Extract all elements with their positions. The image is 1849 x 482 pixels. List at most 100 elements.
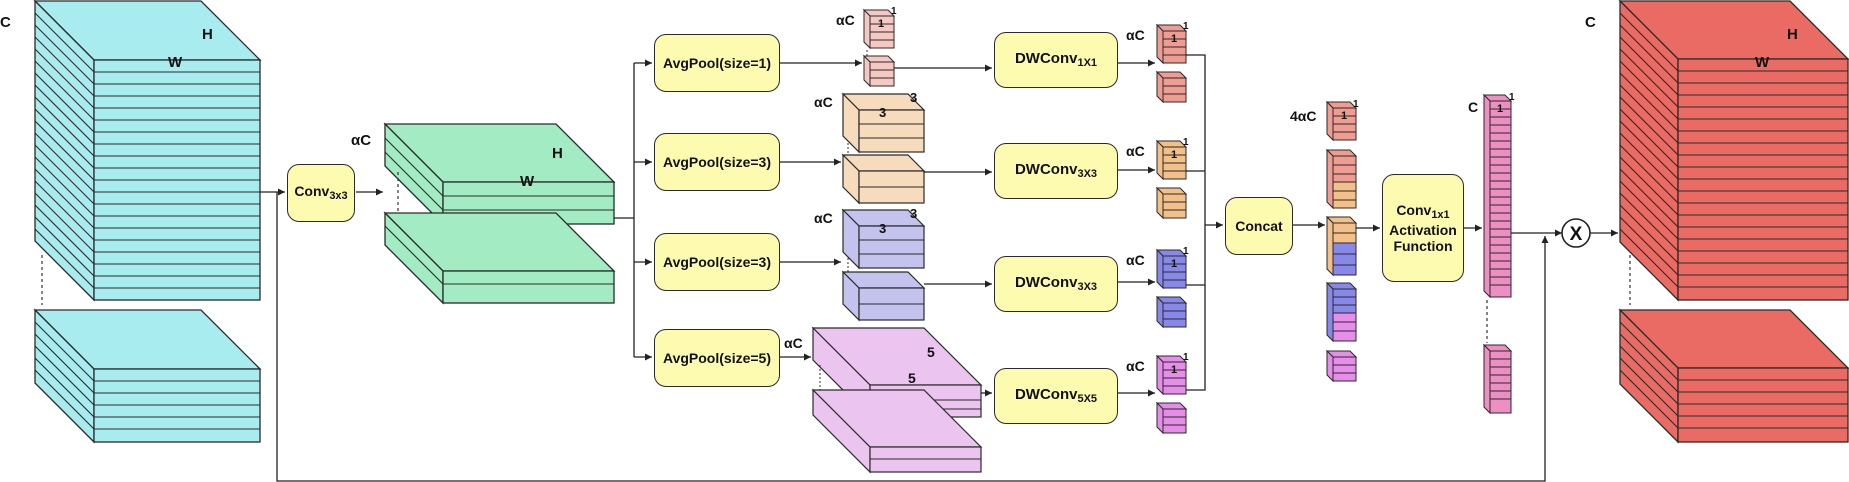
- branch3-alphac-label: αC: [814, 210, 833, 226]
- branch3-three-top: 3: [910, 206, 917, 221]
- input-tensor: [33, 0, 262, 444]
- avgpool-size3-box-b[interactable]: AvgPool(size=3): [654, 233, 780, 291]
- branch2-block-top: [841, 92, 926, 154]
- input-c-label: C: [0, 14, 11, 31]
- branch1-one-top: 1: [891, 6, 897, 17]
- avgpool-size3-label-b: AvgPool(size=3): [662, 253, 771, 270]
- branch2-three-top: 3: [910, 90, 917, 105]
- input-w-label: W: [168, 54, 183, 71]
- concat-one-top: 1: [1353, 99, 1359, 110]
- dw2-cube-bottom: [1155, 186, 1188, 220]
- dw2-one-face: 1: [1171, 149, 1177, 161]
- attention-one-face: 1: [1497, 103, 1503, 115]
- activation-label: Activation: [1389, 221, 1457, 238]
- attention-one-top: 1: [1509, 92, 1515, 103]
- dw4-cube-bottom: [1155, 401, 1188, 435]
- dw2-alphac-label: αC: [1126, 143, 1145, 159]
- concat-4alphac-label: 4αC: [1290, 108, 1317, 124]
- output-w-label: W: [1755, 54, 1770, 71]
- branch1-one-face: 1: [878, 18, 884, 30]
- concat-stack: [1325, 100, 1358, 383]
- skip-connection: [276, 192, 1549, 482]
- branch4-block-bottom: [811, 388, 983, 474]
- output-c-label: C: [1585, 14, 1596, 31]
- green-h-label: H: [552, 145, 563, 162]
- branch2-three-face: 3: [879, 105, 886, 120]
- branch1-cube-top: [862, 8, 896, 50]
- green-alphac-label: αC: [351, 132, 371, 149]
- conv3x3-box[interactable]: Conv3x3: [287, 164, 355, 222]
- line-merge-4: [1186, 285, 1206, 391]
- branch4-five-face: 5: [908, 370, 916, 386]
- green-w-label: W: [520, 173, 535, 190]
- dw3-alphac-label: αC: [1126, 252, 1145, 268]
- dw4-one-face: 1: [1171, 364, 1177, 376]
- avgpool-size3-label-a: AvgPool(size=3): [662, 153, 771, 170]
- concat-block-orange-blue: [1325, 215, 1358, 277]
- dwconv-5x5-label: DWConv5X5: [1014, 386, 1098, 406]
- concat-label: Concat: [1235, 217, 1283, 234]
- dw3-cube-top: [1155, 248, 1188, 290]
- conv1x1-activation-box[interactable]: Conv1x1 Activation Function: [1382, 174, 1464, 282]
- dw1-cube-top: [1155, 23, 1188, 65]
- concat-cube-bottom: [1325, 349, 1358, 383]
- connectors: [260, 54, 1618, 482]
- attention-column-top: [1482, 93, 1513, 299]
- dw3-one-top: 1: [1183, 246, 1189, 257]
- dwconv-3x3-box-a[interactable]: DWConv3X3: [994, 143, 1118, 199]
- output-slab-back: [1618, 308, 1849, 444]
- dw3-cube-bottom: [1155, 295, 1188, 329]
- attention-vector: [1482, 93, 1513, 415]
- concat-box[interactable]: Concat: [1225, 197, 1293, 255]
- avgpool-size5-label: AvgPool(size=5): [662, 349, 771, 366]
- dw1-alphac-label: αC: [1126, 27, 1145, 43]
- branch4-five-top: 5: [927, 344, 935, 360]
- dw1-cube-bottom: [1155, 70, 1188, 104]
- avgpool-size3-box-a[interactable]: AvgPool(size=3): [654, 133, 780, 191]
- multiply-label: X: [1570, 224, 1583, 245]
- dw4-alphac-label: αC: [1126, 358, 1145, 374]
- output-h-label: H: [1787, 26, 1798, 43]
- output-tensor: [1618, 0, 1849, 444]
- dwconv-3x3-box-b[interactable]: DWConv3X3: [994, 256, 1118, 312]
- conv1x1-label: Conv1x1: [1396, 202, 1450, 222]
- dw4-cube-top: [1155, 354, 1188, 396]
- avgpool-size1-box[interactable]: AvgPool(size=1): [654, 34, 780, 92]
- branch3-three-face: 3: [879, 221, 886, 236]
- avgpool-size1-label: AvgPool(size=1): [662, 54, 771, 71]
- input-slab-back: [33, 308, 262, 444]
- branch2-alphac-label: αC: [814, 94, 833, 110]
- concat-one-face: 1: [1341, 110, 1347, 122]
- dwconv-3x3-label-a: DWConv3X3: [1014, 161, 1098, 181]
- output-slab-front: [1618, 0, 1849, 302]
- dwconv-1x1-box[interactable]: DWConv1X1: [994, 32, 1118, 88]
- concat-block-blue-magenta: [1325, 281, 1358, 343]
- attention-column-bottom: [1482, 343, 1513, 415]
- dwconv-3x3-label-b: DWConv3X3: [1014, 274, 1098, 294]
- function-label: Function: [1393, 237, 1453, 254]
- dwconv-5x5-box[interactable]: DWConv5X5: [994, 368, 1118, 424]
- dwconv-1x1-label: DWConv1X1: [1014, 50, 1098, 70]
- input-slab-front: [33, 0, 262, 302]
- input-h-label: H: [202, 26, 213, 43]
- branch3-block-top: [841, 208, 926, 270]
- multiply-node[interactable]: X: [1561, 218, 1591, 248]
- green-slab-back: [383, 211, 616, 305]
- branch2-block-bottom: [841, 153, 926, 205]
- line-merge-3: [1186, 225, 1206, 286]
- branch1-alphac-label: αC: [836, 12, 855, 28]
- dw4-one-top: 1: [1183, 352, 1189, 363]
- concat-cube-top: [1325, 100, 1358, 142]
- attention-c-label: C: [1468, 99, 1478, 115]
- branch3-block-bottom: [841, 270, 926, 322]
- dw1-one-top: 1: [1183, 21, 1189, 32]
- dw2-one-top: 1: [1183, 137, 1189, 148]
- conv3x3-label: Conv3x3: [294, 183, 348, 203]
- conv-output-tensor: [383, 122, 616, 305]
- branch4-alphac-label: αC: [784, 335, 803, 351]
- concat-block-red-orange: [1325, 148, 1358, 210]
- dw1-one-face: 1: [1171, 33, 1177, 45]
- green-slab-front: [383, 122, 616, 226]
- avgpool-size5-box[interactable]: AvgPool(size=5): [654, 329, 780, 387]
